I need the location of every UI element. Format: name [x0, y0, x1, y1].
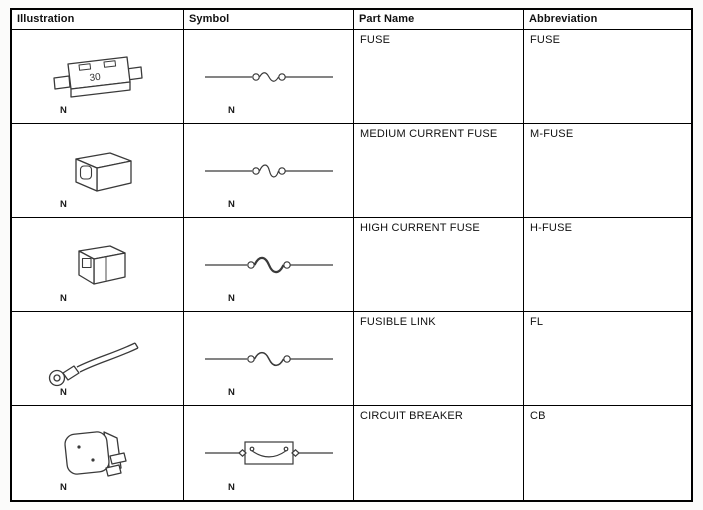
cell-symbol-fuse: N	[184, 30, 354, 124]
header-abbreviation: Abbreviation	[524, 10, 691, 30]
illustration-note: N	[60, 387, 67, 398]
illustration-note: N	[60, 482, 67, 493]
cell-part-name-m-fuse: MEDIUM CURRENT FUSE	[354, 124, 524, 218]
high-current-fuse-symbol-icon	[204, 256, 333, 273]
blade-fuse-illustration: 30	[52, 55, 143, 98]
fusible-link-illustration	[48, 341, 139, 386]
cell-symbol-cb: N	[184, 406, 354, 500]
circuit-breaker-illustration	[63, 431, 127, 477]
symbol-note: N	[228, 482, 235, 493]
header-illustration: Illustration	[12, 10, 184, 30]
legend-table: Illustration Symbol Part Name Abbreviati…	[10, 8, 693, 502]
cell-abbreviation-cb: CB	[530, 410, 546, 422]
cell-abbreviation-fl: FL	[524, 312, 691, 406]
medium-current-fuse-illustration	[74, 151, 132, 192]
cell-symbol-fl: N	[184, 312, 354, 406]
cell-illustration-fl: N	[12, 312, 184, 406]
symbol-note: N	[228, 293, 235, 304]
cell-abbreviation-m-fuse: M-FUSE	[524, 124, 691, 218]
illustration-note: N	[60, 293, 67, 304]
cell-part-name-fl: FUSIBLE LINK	[354, 312, 524, 406]
cell-abbreviation-fuse: FUSE	[524, 30, 691, 124]
fuse-rating-text: 30	[89, 71, 102, 83]
cell-illustration-cb: N	[12, 406, 184, 500]
header-symbol: Symbol	[184, 10, 354, 30]
cell-symbol-h-fuse: N	[184, 218, 354, 312]
cell-part-name-fuse: FUSE	[354, 30, 524, 124]
illustration-note: N	[60, 199, 67, 210]
fuse-symbol-icon	[204, 71, 333, 82]
cell-part-name-h-fuse: HIGH CURRENT FUSE	[354, 218, 524, 312]
circuit-breaker-symbol-icon	[204, 441, 333, 465]
cell-illustration-fuse: 30 N	[12, 30, 184, 124]
cell-abbreviation-h-fuse: H-FUSE	[524, 218, 691, 312]
cell-symbol-m-fuse: N	[184, 124, 354, 218]
symbol-note: N	[228, 199, 235, 210]
medium-current-fuse-symbol-icon	[204, 163, 333, 178]
header-part-name: Part Name	[354, 10, 524, 30]
fusible-link-symbol-icon	[204, 351, 333, 366]
high-current-fuse-illustration	[77, 244, 126, 285]
cell-illustration-h-fuse: N	[12, 218, 184, 312]
symbol-note: N	[228, 387, 235, 398]
cell-illustration-m-fuse: N	[12, 124, 184, 218]
cell-part-name-cb: CIRCUIT BREAKER	[354, 406, 524, 500]
symbol-note: N	[228, 105, 235, 116]
illustration-note: N	[60, 105, 67, 116]
